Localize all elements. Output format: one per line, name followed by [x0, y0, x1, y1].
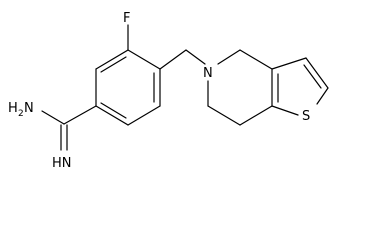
- double-bond-thiophene-1: [303, 64, 322, 89]
- bond-ch2-c3a: [239, 49, 273, 70]
- bond-ring-ch2: [159, 49, 187, 70]
- bond-c3-c2: [305, 57, 329, 89]
- bond-c3-c4: [127, 105, 161, 126]
- amine-subscript: 2: [18, 109, 24, 119]
- double-bond-inner-3: [100, 56, 127, 73]
- amine-n-label: N: [24, 101, 34, 116]
- bond-ch2-n: [185, 49, 206, 65]
- thiophene-ring: [271, 57, 329, 116]
- ring-nitrogen-label: N: [203, 66, 213, 81]
- tetrahydropyridine-ring: [207, 49, 273, 126]
- double-bond-inner-2: [100, 102, 127, 119]
- fluorine-label: F: [123, 11, 130, 26]
- bond-c4-c5: [95, 105, 129, 126]
- bond-s-c7a: [271, 105, 299, 116]
- benzene-ring: [95, 49, 161, 126]
- amine-h-label: H: [8, 101, 18, 116]
- imine-hn-label: HN: [52, 156, 72, 171]
- bond-c6-c1: [95, 49, 129, 70]
- bond-ring-amidine-c: [63, 105, 97, 125]
- bond-n-ch2-top: [217, 49, 241, 65]
- bond-c1-c2: [127, 49, 161, 70]
- bond-c3a-c3: [271, 57, 307, 70]
- bond-amidine-c-nh2: [41, 110, 65, 125]
- sulfur-label: S: [302, 109, 310, 124]
- bond-c2-s: [316, 87, 329, 105]
- bond-c7a-ch2: [239, 105, 273, 126]
- chemical-structure-diagram: F H 2 N HN N S: [8, 11, 329, 171]
- bond-ch2-ch2: [207, 105, 241, 126]
